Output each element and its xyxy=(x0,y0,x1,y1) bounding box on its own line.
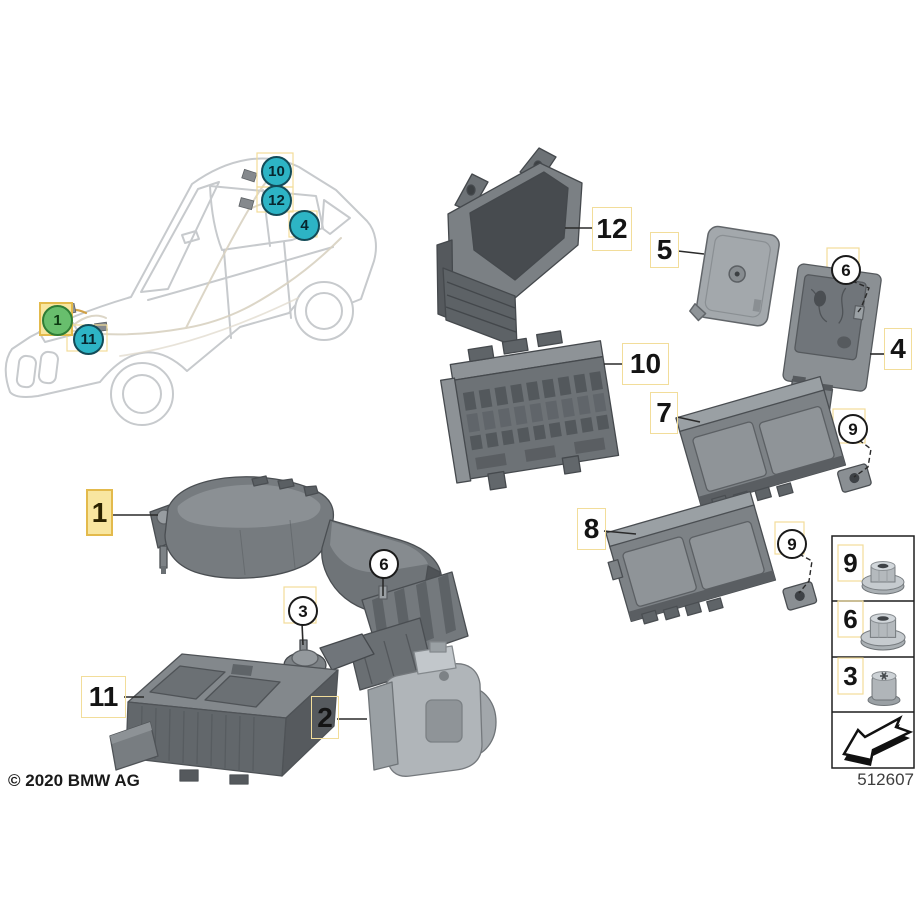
car-marker-10[interactable]: 10 xyxy=(261,156,292,187)
callout-10[interactable]: 10 xyxy=(622,343,669,385)
part-8-module-carrier-illustration xyxy=(605,490,818,625)
callout-11[interactable]: 11 xyxy=(81,676,126,718)
leader-lines xyxy=(109,227,884,720)
callout-circle-9-lower[interactable]: 9 xyxy=(777,529,807,559)
callout-4[interactable]: 4 xyxy=(884,328,912,370)
car-overview-illustration xyxy=(4,157,377,426)
flange-nut-icon xyxy=(861,561,905,595)
part-12-carrier-illustration xyxy=(436,147,583,348)
callout-2[interactable]: 2 xyxy=(311,696,339,739)
legend-label-6[interactable]: 6 xyxy=(843,603,858,634)
callout-circle-6-upper[interactable]: 6 xyxy=(831,255,861,285)
callout-circle-3[interactable]: 3 xyxy=(288,596,318,626)
car-marker-4[interactable]: 4 xyxy=(289,210,320,241)
callout-circle-9-upper[interactable]: 9 xyxy=(838,414,868,444)
legend-label-9[interactable]: 9 xyxy=(843,547,858,578)
part-10-power-distribution-box-illustration xyxy=(439,330,620,491)
legend-table xyxy=(831,535,915,769)
direction-arrow-icon xyxy=(842,715,914,766)
copyright-text: © 2020 BMW AG xyxy=(8,771,140,790)
part-4-bracket-illustration xyxy=(782,263,882,410)
part-7-module-carrier-illustration xyxy=(675,375,872,510)
car-marker-1[interactable]: 1 xyxy=(42,305,73,336)
car-marker-12[interactable]: 12 xyxy=(261,185,292,216)
legend-label-3[interactable]: 3 xyxy=(843,660,858,691)
part-2-battery-terminal-illustration xyxy=(367,641,497,777)
callout-circle-6-lower[interactable]: 6 xyxy=(369,549,399,579)
flange-nut-icon xyxy=(860,613,906,651)
part-5-cover-illustration xyxy=(689,225,780,327)
callout-12[interactable]: 12 xyxy=(592,207,632,251)
callout-5[interactable]: 5 xyxy=(650,232,679,268)
part-11-fuse-box-illustration xyxy=(109,653,339,785)
drawing-number: 512607 xyxy=(857,770,914,789)
callout-7[interactable]: 7 xyxy=(650,392,678,434)
callout-1[interactable]: 1 xyxy=(86,489,113,536)
callout-8[interactable]: 8 xyxy=(577,508,606,550)
screw-plug-icon xyxy=(867,671,901,706)
car-marker-11[interactable]: 11 xyxy=(73,324,104,355)
